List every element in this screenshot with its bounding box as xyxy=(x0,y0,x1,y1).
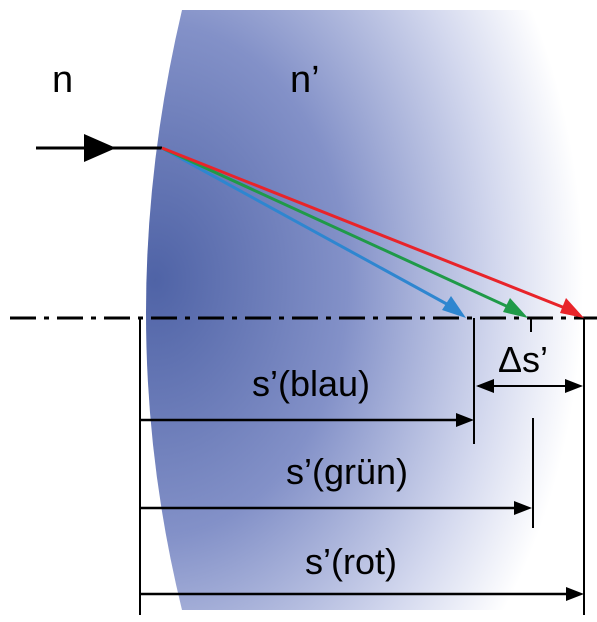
label-delta-s: Δs’ xyxy=(498,339,548,380)
label-s-blue: s’(blau) xyxy=(252,363,370,404)
ray-red xyxy=(161,146,571,312)
ray-green-arrowhead xyxy=(503,298,528,318)
label-s-red: s’(rot) xyxy=(305,541,397,582)
dimension-s-blue-arrowhead xyxy=(456,413,474,427)
ray-blue xyxy=(161,146,455,310)
dimension-s-red-arrowhead xyxy=(566,587,584,601)
lens-medium xyxy=(146,10,597,610)
dimension-s-green-arrowhead xyxy=(514,501,532,515)
ray-green xyxy=(161,146,516,312)
delta-s-arrow-right xyxy=(565,379,583,393)
label-n: n xyxy=(52,59,73,101)
label-n-prime: n’ xyxy=(290,59,320,101)
ray-red-arrowhead xyxy=(560,298,584,318)
label-s-green: s’(grün) xyxy=(286,451,408,492)
ray-blue-arrowhead xyxy=(442,296,466,318)
delta-s-arrow-left xyxy=(476,379,494,393)
incident-ray-arrowhead xyxy=(84,134,116,162)
